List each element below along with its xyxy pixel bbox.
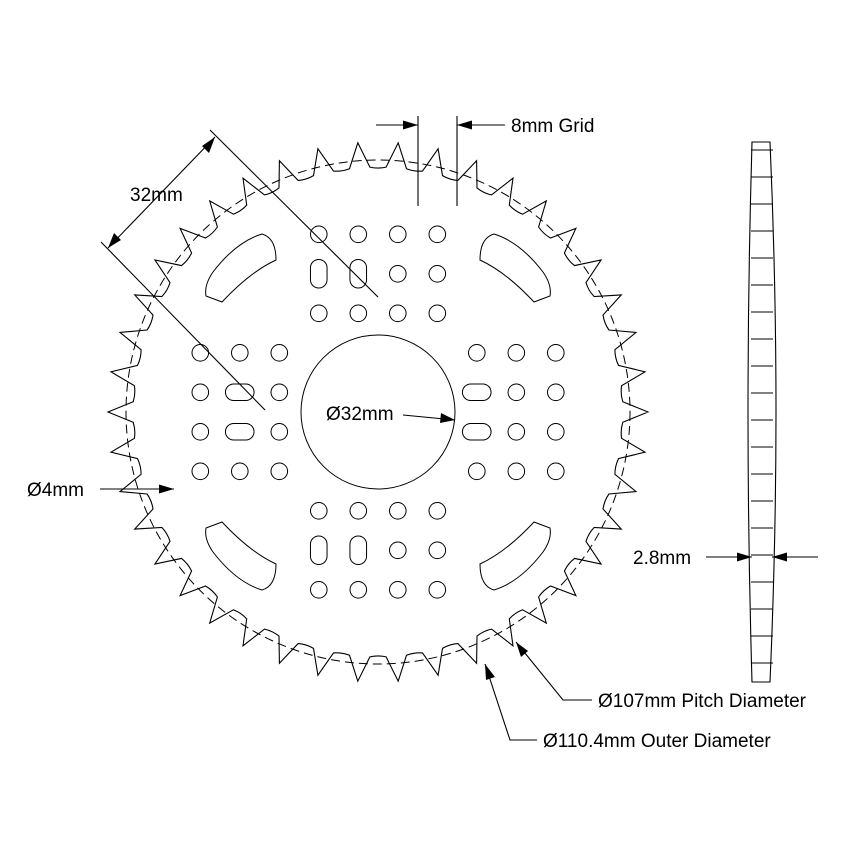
bore-dimension: Ø32mm [326, 404, 456, 425]
grid-hole [389, 304, 407, 323]
grid-hole [191, 344, 210, 362]
grid-hole [468, 344, 486, 362]
hole-label: Ø4mm [27, 480, 84, 501]
grid-hole [270, 462, 289, 481]
grid-hole [428, 502, 447, 520]
grid-hole [349, 304, 368, 323]
grid-hole [191, 462, 210, 481]
outer-diameter-dimension: Ø110.4mm Outer Diameter [484, 663, 771, 752]
bore-label: Ø32mm [326, 404, 394, 425]
slot-bottom-right [479, 521, 551, 591]
grid-hole [310, 581, 328, 599]
grid-hole [507, 462, 526, 481]
side-profile [747, 141, 777, 683]
pitch-circle [125, 159, 631, 665]
grid-hole [547, 423, 565, 441]
slot-hole [224, 422, 255, 441]
lightening-slots [205, 233, 551, 591]
grid-hole [349, 225, 368, 244]
grid-hole [389, 502, 407, 520]
hole-dimension: Ø4mm [27, 480, 174, 501]
grid-hole [428, 541, 447, 560]
grid-hole [389, 265, 407, 283]
grid-hole [428, 225, 447, 244]
sprocket-front-view [106, 141, 650, 683]
grid-hole [349, 502, 368, 520]
grid-hole [270, 383, 289, 402]
grid-hole [547, 462, 565, 481]
slot-hole [461, 422, 492, 441]
slot-hole [461, 383, 492, 402]
slot-top-left [205, 233, 277, 303]
grid-hole [507, 383, 526, 402]
center-bore [300, 334, 456, 490]
grid-hole [310, 304, 328, 323]
outer-label: Ø110.4mm Outer Diameter [543, 731, 771, 752]
grid-hole [428, 581, 447, 599]
grid-hole [310, 225, 328, 244]
grid-hole [231, 344, 249, 362]
grid-hole [547, 344, 565, 362]
grid-hole [507, 423, 526, 441]
grid-hole [428, 265, 447, 283]
slot-bottom-left [205, 521, 277, 591]
grid-label: 8mm Grid [511, 116, 594, 137]
grid-hole [310, 502, 328, 520]
grid-hole [389, 225, 407, 244]
slot-hole [309, 258, 328, 289]
grid-hole [507, 344, 526, 362]
grid-hole [270, 344, 289, 362]
grid-hole [270, 423, 289, 441]
grid-hole [547, 383, 565, 402]
grid-hole [191, 423, 210, 441]
side-tooth-lines [751, 149, 773, 664]
grid-hole [191, 383, 210, 402]
slot-hole [349, 535, 368, 566]
sprocket-side-view [747, 141, 777, 683]
hole-pattern [191, 225, 565, 599]
slot-hole [309, 535, 328, 566]
grid-hole [468, 462, 486, 481]
slot-hole [224, 383, 255, 402]
offset-dimension: 32mm [100, 129, 379, 411]
grid-hole [389, 581, 407, 599]
slot-top-right [479, 233, 551, 303]
grid-hole [231, 462, 249, 481]
pitch-diameter-dimension: Ø107mm Pitch Diameter [515, 641, 807, 712]
pitch-label: Ø107mm Pitch Diameter [598, 691, 807, 712]
grid-hole [389, 541, 407, 560]
thickness-label: 2.8mm [633, 548, 691, 569]
thickness-dimension: 2.8mm [633, 548, 818, 569]
grid-dimension: 8mm Grid [376, 116, 594, 206]
grid-hole [428, 304, 447, 323]
offset-label: 32mm [130, 185, 183, 206]
grid-hole [349, 581, 368, 599]
